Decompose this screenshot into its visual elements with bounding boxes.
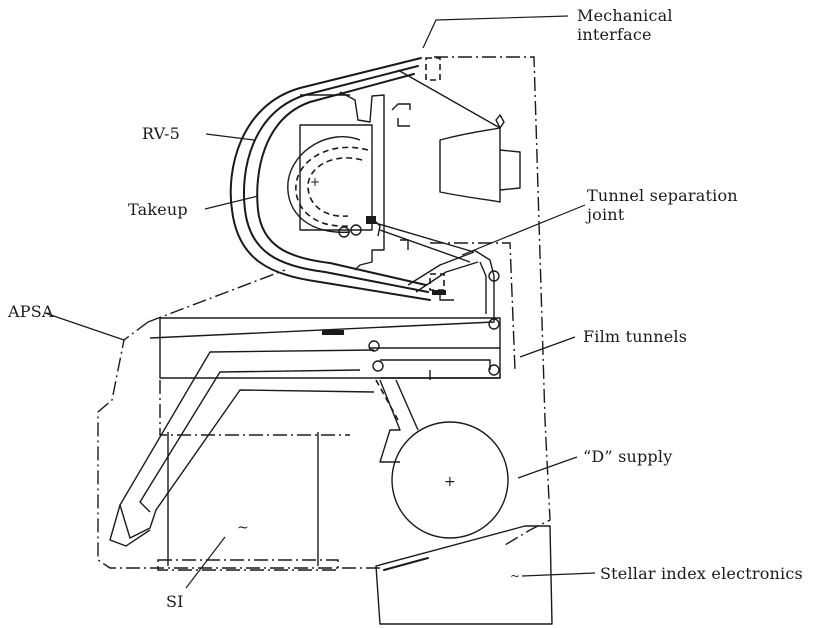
label-stellar-index-electronics: Stellar index electronics (600, 564, 803, 583)
svg-text:~: ~ (510, 569, 520, 583)
si-unit: ~ (157, 432, 339, 571)
leader-lines (44, 15, 596, 589)
label-apsa: APSA (8, 302, 54, 321)
label-d-supply: “D” supply (583, 447, 673, 466)
takeup-assembly: + (287, 124, 381, 238)
label-tunnel-separation-joint: Tunnel separation joint (587, 186, 738, 224)
svg-text:~: ~ (237, 520, 249, 536)
label-film-tunnels: Film tunnels (583, 327, 688, 346)
svg-text:+: + (310, 175, 320, 189)
label-rv5: RV-5 (142, 124, 180, 143)
label-mechanical-interface: Mechanical interface (577, 6, 673, 44)
film-path-upper (371, 57, 479, 301)
label-si: SI (166, 592, 184, 611)
si-film-chute (109, 349, 375, 547)
film-tunnels (149, 249, 501, 380)
d-supply-spool: + (375, 379, 509, 539)
label-takeup: Takeup (128, 200, 188, 219)
rv5-capsule (229, 57, 521, 301)
svg-text:+: + (444, 474, 456, 490)
stellar-index-electronics-box: ~ (375, 525, 553, 625)
